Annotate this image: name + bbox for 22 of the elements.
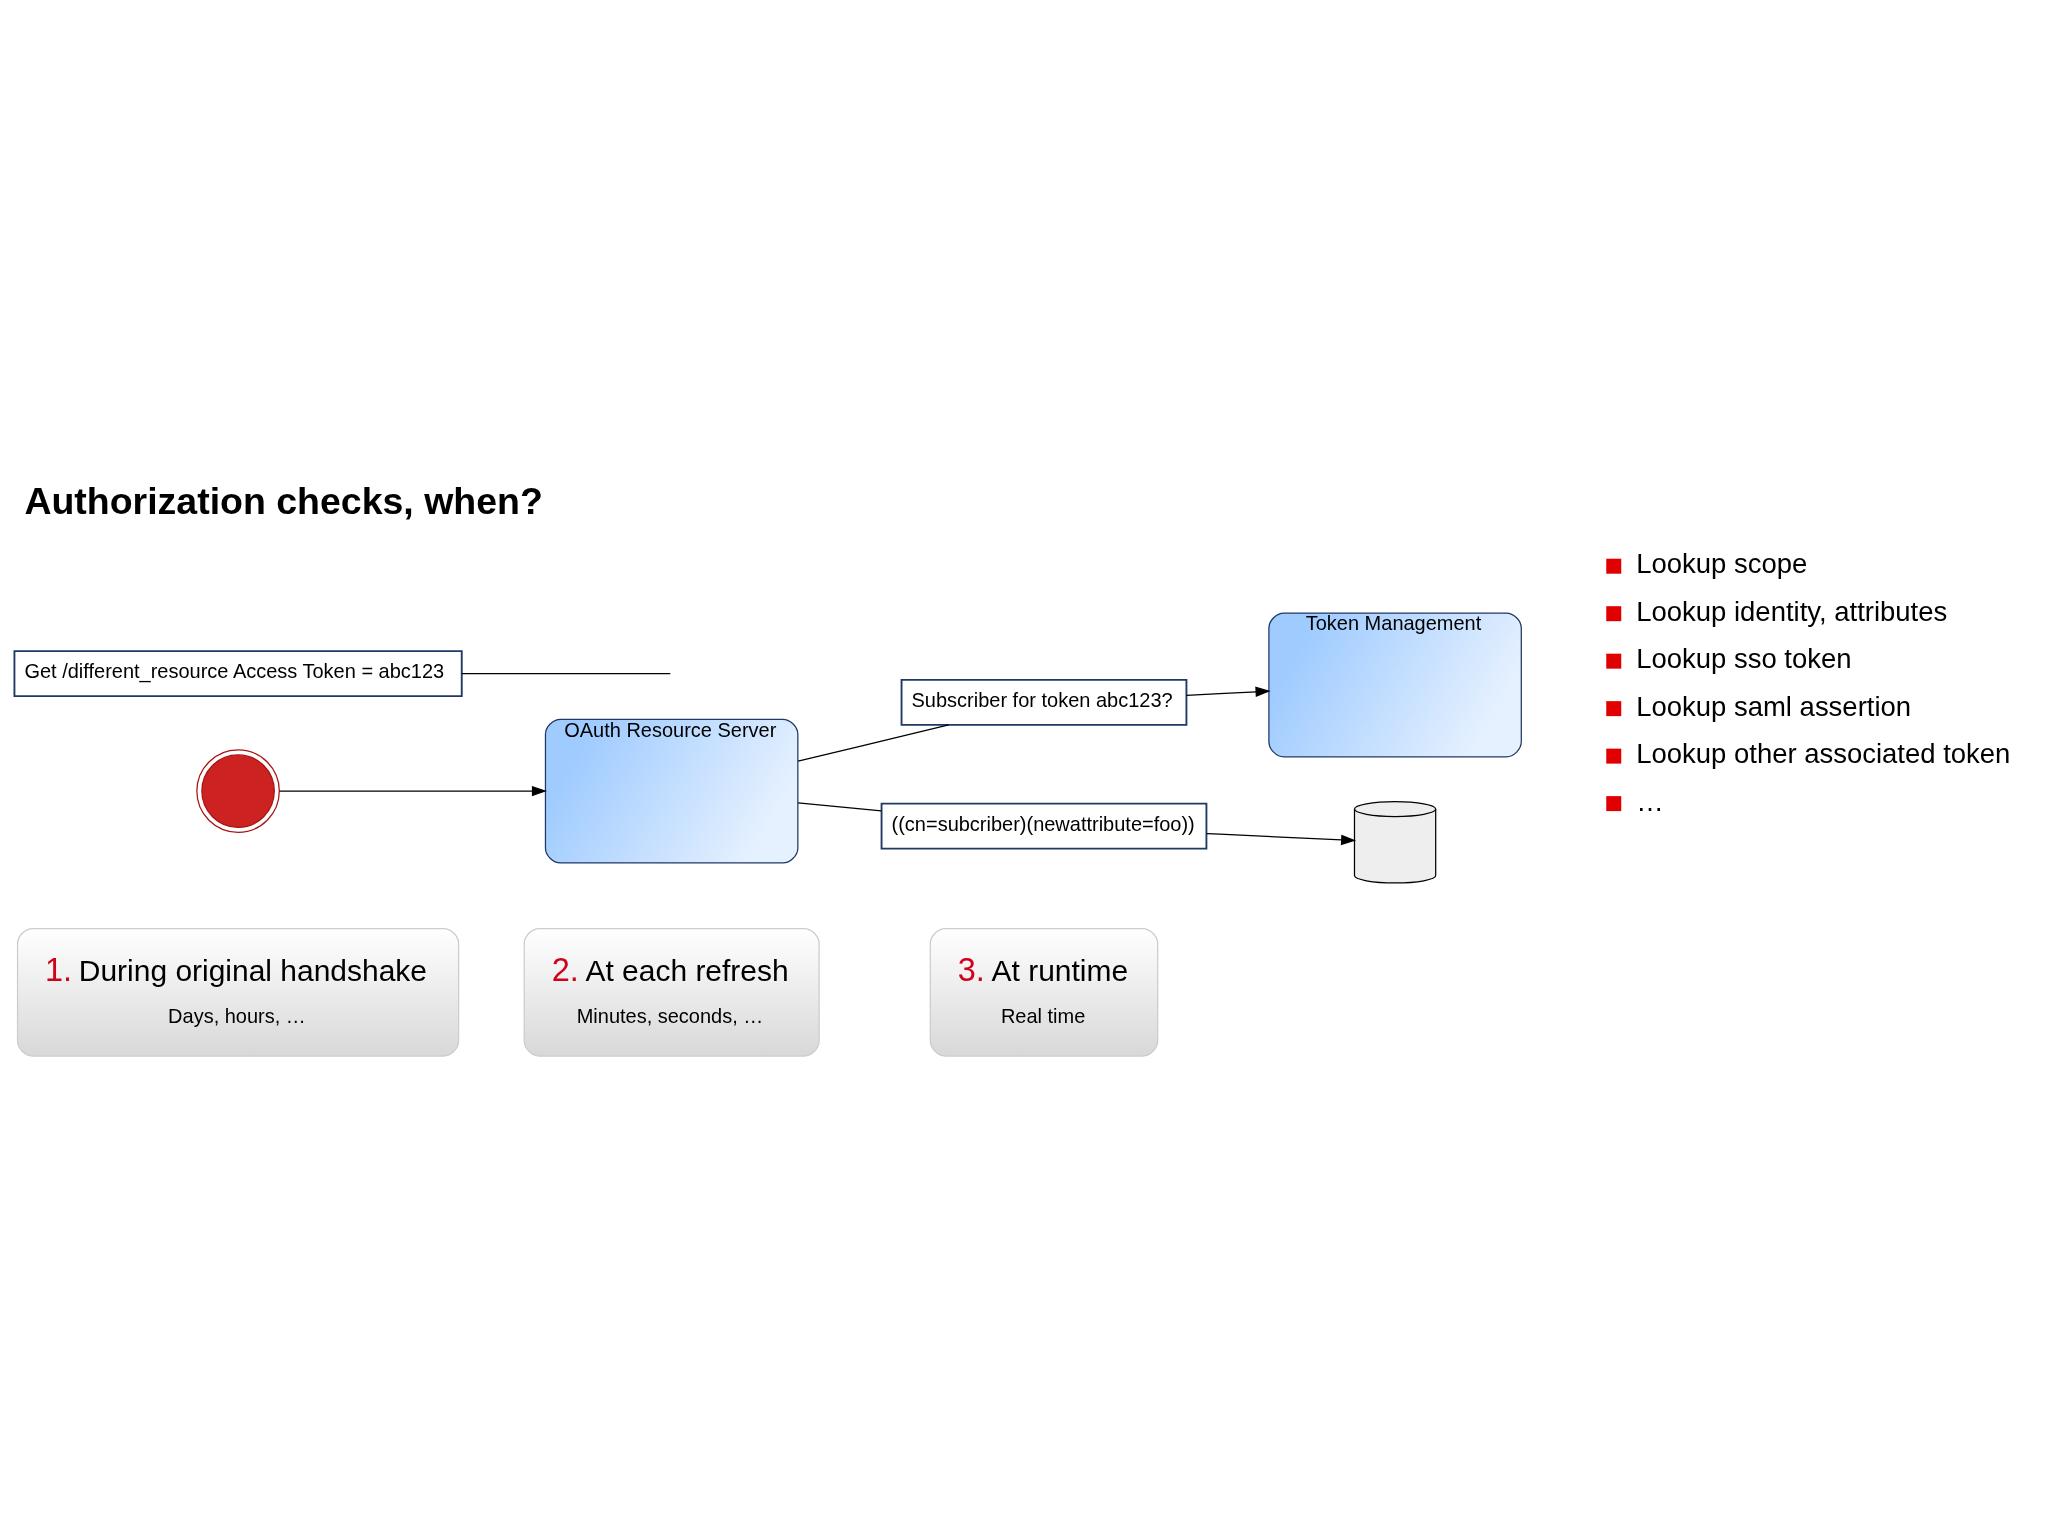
node-box: 2. At each refresh Minutes, seconds, …: [523, 927, 820, 1057]
label: …: [1636, 785, 1664, 817]
label: Lookup sso token: [1636, 643, 1852, 675]
diagram-title: Authorization checks, when?: [24, 479, 543, 522]
node-box: 3. At runtime Real time: [929, 927, 1159, 1057]
arrow: [278, 785, 547, 797]
label: Lookup other associated token: [1636, 738, 2011, 770]
node-box: Get /different_resource Access Token = abc123: [13, 650, 463, 698]
connector: [797, 724, 950, 762]
node-box: OAuth Resource Server: [544, 718, 799, 864]
connector: [797, 802, 882, 812]
node-box: Token Management: [1268, 612, 1522, 758]
label: Lookup scope: [1636, 548, 1808, 580]
arrow: [1185, 686, 1271, 698]
label: Lookup identity, attributes: [1636, 595, 1948, 627]
label: Lookup saml assertion: [1636, 690, 1912, 722]
node-box: ((cn=subcriber)(newattribute=foo)): [880, 802, 1208, 850]
picture: [196, 749, 280, 833]
node-box: 1. During original handshake Days, hours, …: [16, 927, 460, 1057]
node-box: Subscriber for token abc123?: [900, 678, 1188, 726]
arrow: [1206, 833, 1357, 846]
connector: [461, 673, 671, 675]
